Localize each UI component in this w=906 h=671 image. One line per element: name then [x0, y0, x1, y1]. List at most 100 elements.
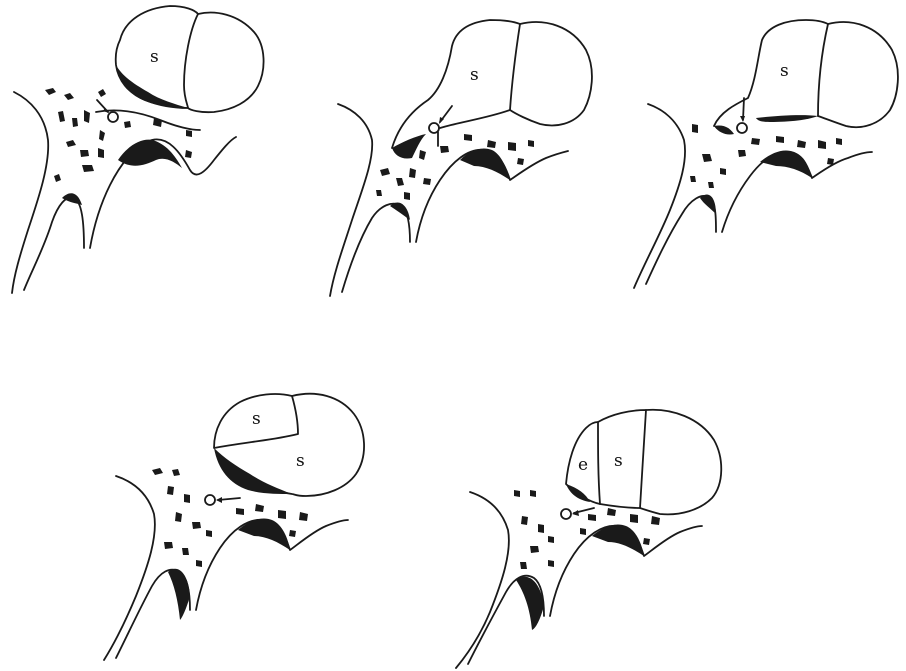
panel-4-skull-lower [248, 394, 364, 496]
panel-3-foramen [737, 123, 747, 133]
panel-5-blob [520, 562, 527, 569]
panel-2-blob [423, 178, 431, 185]
panel-4-shade-bottom [168, 569, 190, 620]
panel-5-arrowhead [572, 510, 579, 516]
panel-4-blob [236, 508, 244, 515]
panel-5-blob [521, 516, 528, 525]
panel-5-foramen [561, 509, 571, 519]
panel-2-blob [440, 146, 449, 153]
panel-2-blob [419, 150, 426, 160]
panel-3-blob [690, 176, 696, 182]
panel-5-label-e: e [578, 455, 588, 475]
panel-5-blob [588, 514, 596, 521]
panel-5-blob [548, 560, 554, 567]
panel-1-bone-outline [12, 92, 236, 293]
panel-2-blob [464, 134, 472, 141]
panel-1-blob [84, 110, 90, 123]
panel-1: s [12, 6, 264, 293]
panel-4-blob [172, 469, 180, 476]
panel-3-label-s: s [780, 61, 789, 81]
panel-5-blob [538, 524, 544, 533]
panel-4-blob [152, 468, 163, 475]
panel-1-blob [99, 130, 105, 141]
panel-2-blob [409, 168, 416, 178]
panel-4-blob [255, 504, 264, 512]
panel-3-skull-left [714, 20, 828, 126]
panel-5-blob [607, 508, 616, 516]
panel-1-blob [66, 140, 76, 147]
panel-4-shade-skull [214, 448, 292, 494]
panel-3-blob [776, 136, 784, 143]
panel-1-blob [58, 111, 65, 122]
panel-1-shade-bottom [62, 193, 82, 205]
panel-3-shade-main [760, 150, 812, 178]
panel-4-blob [182, 548, 189, 555]
panel-4-blob [167, 486, 174, 495]
panel-3-skull-right [818, 22, 898, 127]
panel-2-skull-right [510, 22, 592, 125]
panel-1-blob [72, 118, 78, 127]
panel-3-blob [836, 138, 842, 145]
panel-5-blob [548, 536, 554, 543]
panel-2-label-s: s [470, 65, 479, 85]
panel-2-blob [404, 192, 410, 200]
panel-2-blob [528, 140, 534, 147]
panel-4-label-s-upper: s [252, 409, 261, 429]
panel-4-label-s-lower: s [296, 451, 305, 471]
panel-1-blob [98, 148, 104, 158]
panel-1-blob [54, 174, 61, 182]
panel-5-blob [530, 490, 536, 497]
panel-1-skull-right [188, 13, 264, 113]
panel-1-foramen [108, 112, 118, 122]
panel-5-blob [530, 546, 539, 553]
panel-4: s s [104, 394, 364, 660]
panel-4-blob [184, 494, 190, 503]
panel-1-blob [82, 165, 94, 172]
panel-3-blob [818, 140, 826, 149]
panel-2-blob [376, 190, 382, 196]
panel-1-blob [186, 130, 192, 137]
panel-3-blob [720, 168, 726, 175]
panel-1-upper-edge [96, 110, 200, 130]
panel-4-blob [289, 530, 296, 537]
panel-2-blob [487, 140, 496, 148]
panel-2-bone-outline [330, 104, 568, 296]
panel-5-skull-right [640, 410, 721, 515]
panel-3-shade-skull-left [714, 125, 734, 134]
panel-4-blob [299, 512, 308, 521]
panel-4-blob [192, 522, 201, 529]
panel-1-blob [64, 93, 74, 100]
panel-2-skull-left [392, 20, 520, 148]
panel-5-blob [651, 516, 660, 525]
panel-2-blob [508, 142, 516, 151]
panel-5: e s [456, 410, 721, 668]
panel-5-label-s: s [614, 451, 623, 471]
panel-5-bone-outline [456, 492, 702, 668]
panel-1-blob [80, 150, 89, 157]
panel-2-blob [517, 158, 524, 165]
panel-2-blob [396, 178, 404, 186]
panel-4-blob [278, 510, 286, 519]
panel-4-blob [196, 560, 202, 567]
panel-1-skull-shade [116, 65, 188, 108]
panel-4-blob [175, 512, 182, 522]
panel-3-arrowhead [740, 116, 745, 122]
panel-2-blob [380, 168, 390, 176]
panel-1-blob [98, 89, 106, 97]
panel-1-label-s: s [150, 47, 159, 67]
panel-5-blob [580, 528, 586, 535]
panel-3-blob [797, 140, 806, 148]
panel-1-blob [124, 121, 131, 128]
panel-4-blob [206, 530, 212, 537]
panel-3-blob [738, 150, 746, 157]
panel-1-shade-main [118, 140, 182, 168]
panel-4-arrowhead [216, 497, 222, 503]
panel-3-blob [751, 138, 760, 145]
panel-3-blob [692, 124, 698, 133]
panel-3-shade-skull [756, 115, 818, 122]
panel-3-bone-outline [634, 104, 872, 288]
panel-3-blob [827, 158, 834, 165]
panel-4-blob [164, 542, 173, 549]
